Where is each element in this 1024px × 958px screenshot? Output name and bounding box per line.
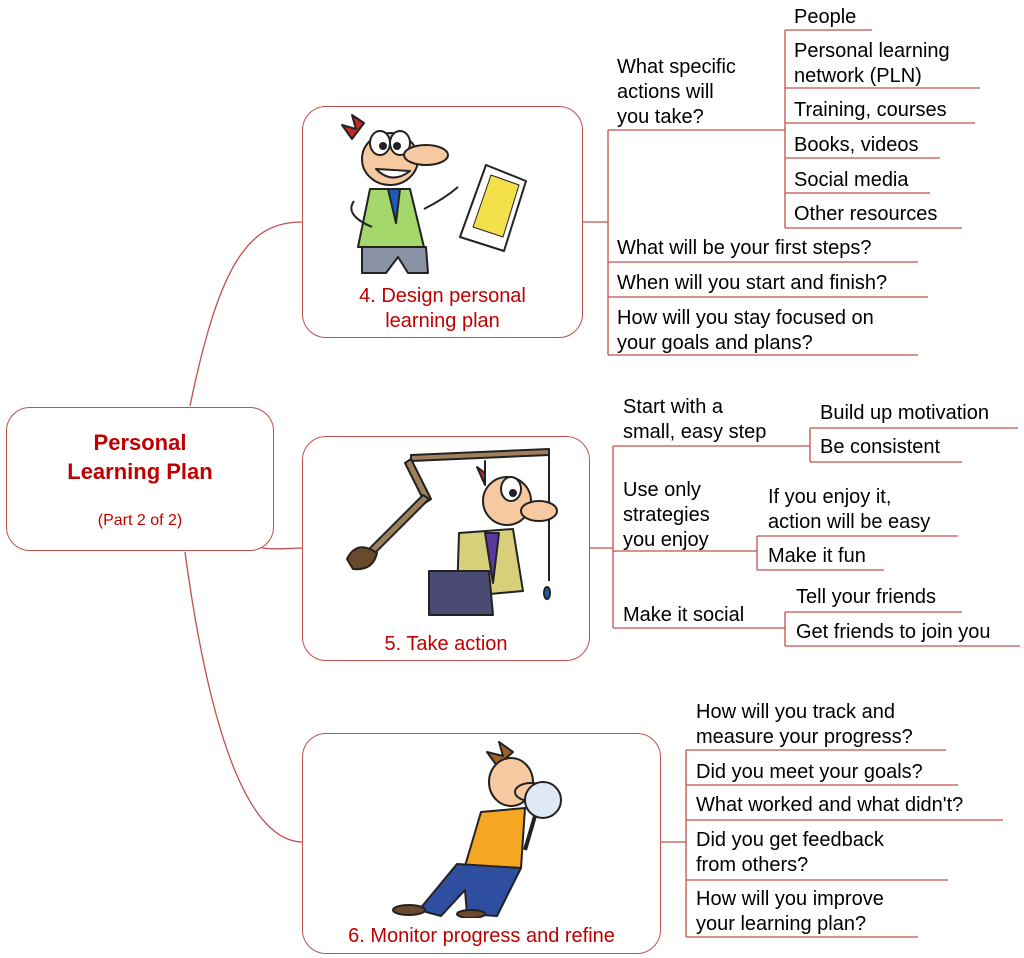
action-item-training: Training, courses: [794, 99, 947, 121]
action-item-books: Books, videos: [794, 134, 919, 156]
central-title-line1: Personal: [93, 430, 187, 455]
step5-item-consistent: Be consistent: [820, 436, 941, 458]
step6-caption: 6. Monitor progress and refine: [348, 925, 615, 947]
step6-item-feedback-line1: Did you get feedback: [696, 829, 884, 851]
action-item-social-media: Social media: [794, 169, 909, 191]
step6-item-improve-line1: How will you improve: [696, 888, 884, 910]
step6-item-feedback-line2: from others?: [696, 854, 809, 876]
step4-question-actions-line3: you take?: [617, 106, 704, 128]
step4-caption-line2: learning plan: [385, 310, 500, 332]
step6-item-improve-line2: your learning plan?: [696, 913, 867, 935]
step5-enjoy-line3: you enjoy: [623, 529, 709, 551]
step4-question-first-steps: What will be your first steps?: [617, 237, 872, 259]
step4-caption-line1: 4. Design personal: [359, 285, 526, 307]
step5-start-line1: Start with a: [623, 396, 724, 418]
step4-question-focus-line2: your goals and plans?: [617, 332, 813, 354]
step5-node: 5. Take action: [302, 436, 590, 661]
step6-item-worked: What worked and what didn't?: [696, 794, 964, 816]
step4-question-focus-line1: How will you stay focused on: [617, 307, 874, 329]
step5-item-fun: Make it fun: [768, 545, 866, 567]
cartoon-planner-illustration: [341, 114, 527, 274]
central-title-line2: Learning Plan: [67, 459, 213, 484]
step5-caption: 5. Take action: [384, 633, 508, 655]
step5-enjoy-line2: strategies: [623, 504, 710, 526]
step4-question-actions-line2: actions will: [617, 81, 714, 103]
step6-item-goals: Did you meet your goals?: [696, 761, 923, 783]
action-item-other-resources: Other resources: [794, 203, 938, 225]
central-node: Personal Learning Plan (Part 2 of 2): [6, 407, 274, 551]
cartoon-carrot-stick-illustration: [346, 448, 558, 616]
step5-item-tell-friends: Tell your friends: [796, 586, 937, 608]
step4-question-actions-line1: What specific: [617, 56, 736, 78]
action-item-pln-line2: network (PLN): [794, 65, 922, 87]
cartoon-magnifier-illustration: [392, 741, 562, 918]
central-subtitle: (Part 2 of 2): [97, 512, 183, 529]
step5-item-enjoy-line2: action will be easy: [768, 511, 931, 533]
step5-social: Make it social: [623, 604, 745, 626]
step6-node: 6. Monitor progress and refine: [302, 733, 661, 954]
action-item-pln-line1: Personal learning: [794, 40, 950, 62]
step4-question-start-finish: When will you start and finish?: [617, 272, 888, 294]
step5-item-enjoy-line1: If you enjoy it,: [768, 486, 892, 508]
step6-item-track-line2: measure your progress?: [696, 726, 913, 748]
step5-enjoy-line1: Use only: [623, 479, 701, 501]
step5-item-join: Get friends to join you: [796, 621, 991, 643]
step5-start-line2: small, easy step: [623, 421, 767, 443]
step6-item-track-line1: How will you track and: [696, 701, 895, 723]
step4-node: 4. Design personal learning plan: [302, 106, 583, 338]
action-item-people: People: [794, 6, 857, 28]
step5-item-motivation: Build up motivation: [820, 402, 989, 424]
